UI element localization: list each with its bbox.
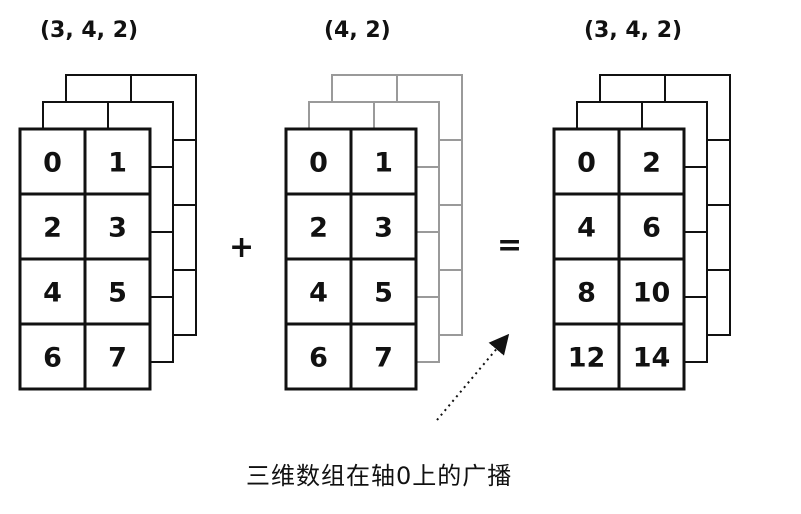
broadcast-arrow bbox=[436, 333, 510, 421]
left-array-cell-value: 7 bbox=[108, 343, 127, 374]
right-array-stack: 0 2 4 6 8 10 12 14 bbox=[552, 74, 731, 391]
right-array-front-layer: 0 2 4 6 8 10 12 14 bbox=[552, 127, 686, 391]
right-array-cell-value: 10 bbox=[633, 278, 671, 309]
middle-array-front-layer: 0 1 2 3 4 5 6 7 bbox=[284, 127, 418, 391]
middle-array-cell-value: 0 bbox=[309, 148, 328, 179]
right-array-cell-value: 2 bbox=[642, 148, 661, 179]
right-array-shape-label: (3, 4, 2) bbox=[584, 18, 683, 43]
right-array-cell-value: 8 bbox=[577, 278, 596, 309]
middle-array-cell-value: 2 bbox=[309, 213, 328, 244]
diagram-caption: 三维数组在轴0上的广播 bbox=[246, 462, 513, 490]
middle-array-stack: 0 1 2 3 4 5 6 7 bbox=[284, 74, 463, 391]
middle-array-cell-value: 5 bbox=[374, 278, 393, 309]
left-array-cell-value: 4 bbox=[43, 278, 62, 309]
left-array-shape-label: (3, 4, 2) bbox=[40, 18, 139, 43]
left-array-cell-value: 5 bbox=[108, 278, 127, 309]
left-array-cell-value: 6 bbox=[43, 343, 62, 374]
left-array-cell-value: 0 bbox=[43, 148, 62, 179]
right-array-cell-value: 0 bbox=[577, 148, 596, 179]
left-array-stack: 0 1 2 3 4 5 6 7 bbox=[18, 74, 197, 391]
middle-array-cell-value: 3 bbox=[374, 213, 393, 244]
middle-array-cell-value: 7 bbox=[374, 343, 393, 374]
middle-array-shape-label: (4, 2) bbox=[324, 18, 391, 43]
left-array-front-layer: 0 1 2 3 4 5 6 7 bbox=[18, 127, 152, 391]
left-array-cell-value: 2 bbox=[43, 213, 62, 244]
middle-array-cell-value: 1 bbox=[374, 148, 393, 179]
middle-array-cell-value: 6 bbox=[309, 343, 328, 374]
right-array-cell-value: 4 bbox=[577, 213, 596, 244]
plus-operator: + bbox=[229, 230, 255, 265]
middle-array-cell-value: 4 bbox=[309, 278, 328, 309]
right-array-cell-value: 6 bbox=[642, 213, 661, 244]
right-array-cell-value: 12 bbox=[568, 343, 606, 374]
left-array-cell-value: 1 bbox=[108, 148, 127, 179]
right-array-cell-value: 14 bbox=[633, 343, 671, 374]
equals-operator: = bbox=[497, 228, 523, 263]
left-array-cell-value: 3 bbox=[108, 213, 127, 244]
